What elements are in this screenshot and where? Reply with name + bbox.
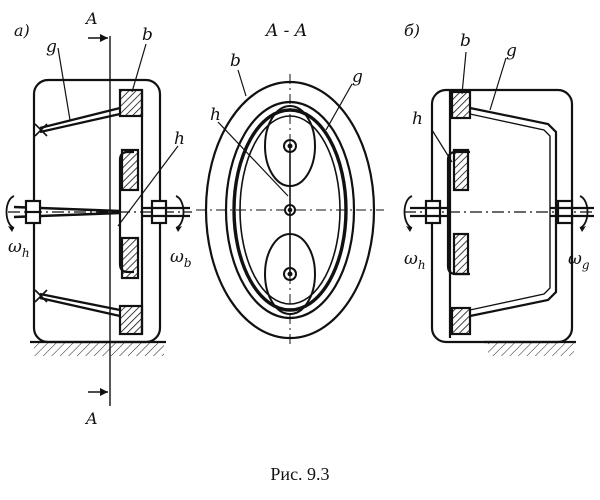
section-mark-bottom: A xyxy=(84,409,98,428)
label-h-a: h xyxy=(174,129,185,149)
view-a-diagram xyxy=(5,34,192,406)
label-g-a: g xyxy=(46,37,57,57)
satellite-arm-lower xyxy=(39,292,121,312)
figure-caption: Рис. 9.3 xyxy=(270,464,330,484)
label-b-section: b xyxy=(230,51,241,71)
omega-b-a: ωb xyxy=(170,247,192,270)
section-mark-top: A xyxy=(84,9,98,28)
ring-gear-b-b xyxy=(450,90,472,120)
ground-b xyxy=(488,342,574,356)
satellite-arm-upper xyxy=(39,106,121,130)
section-title: A - A xyxy=(264,21,307,41)
omega-g-b: ωg xyxy=(568,249,590,272)
omega-h-a: ωh xyxy=(8,237,30,260)
label-b-b: b xyxy=(460,31,471,51)
label-h-section: h xyxy=(210,105,221,125)
label-g-b: g xyxy=(506,41,517,61)
ring-gear-b-a xyxy=(118,88,144,118)
label-b-a: b xyxy=(142,25,153,45)
view-b-diagram xyxy=(403,51,594,356)
label-h-b: h xyxy=(412,109,423,129)
ground-a xyxy=(34,342,164,356)
label-g-section: g xyxy=(352,67,363,87)
view-b-label: б) xyxy=(404,21,420,40)
omega-h-b: ωh xyxy=(404,249,426,272)
carrier-h-b xyxy=(446,150,470,276)
view-a-label: а) xyxy=(14,21,30,40)
section-a-a-diagram xyxy=(196,69,384,346)
satellite-cage-g xyxy=(469,106,558,318)
